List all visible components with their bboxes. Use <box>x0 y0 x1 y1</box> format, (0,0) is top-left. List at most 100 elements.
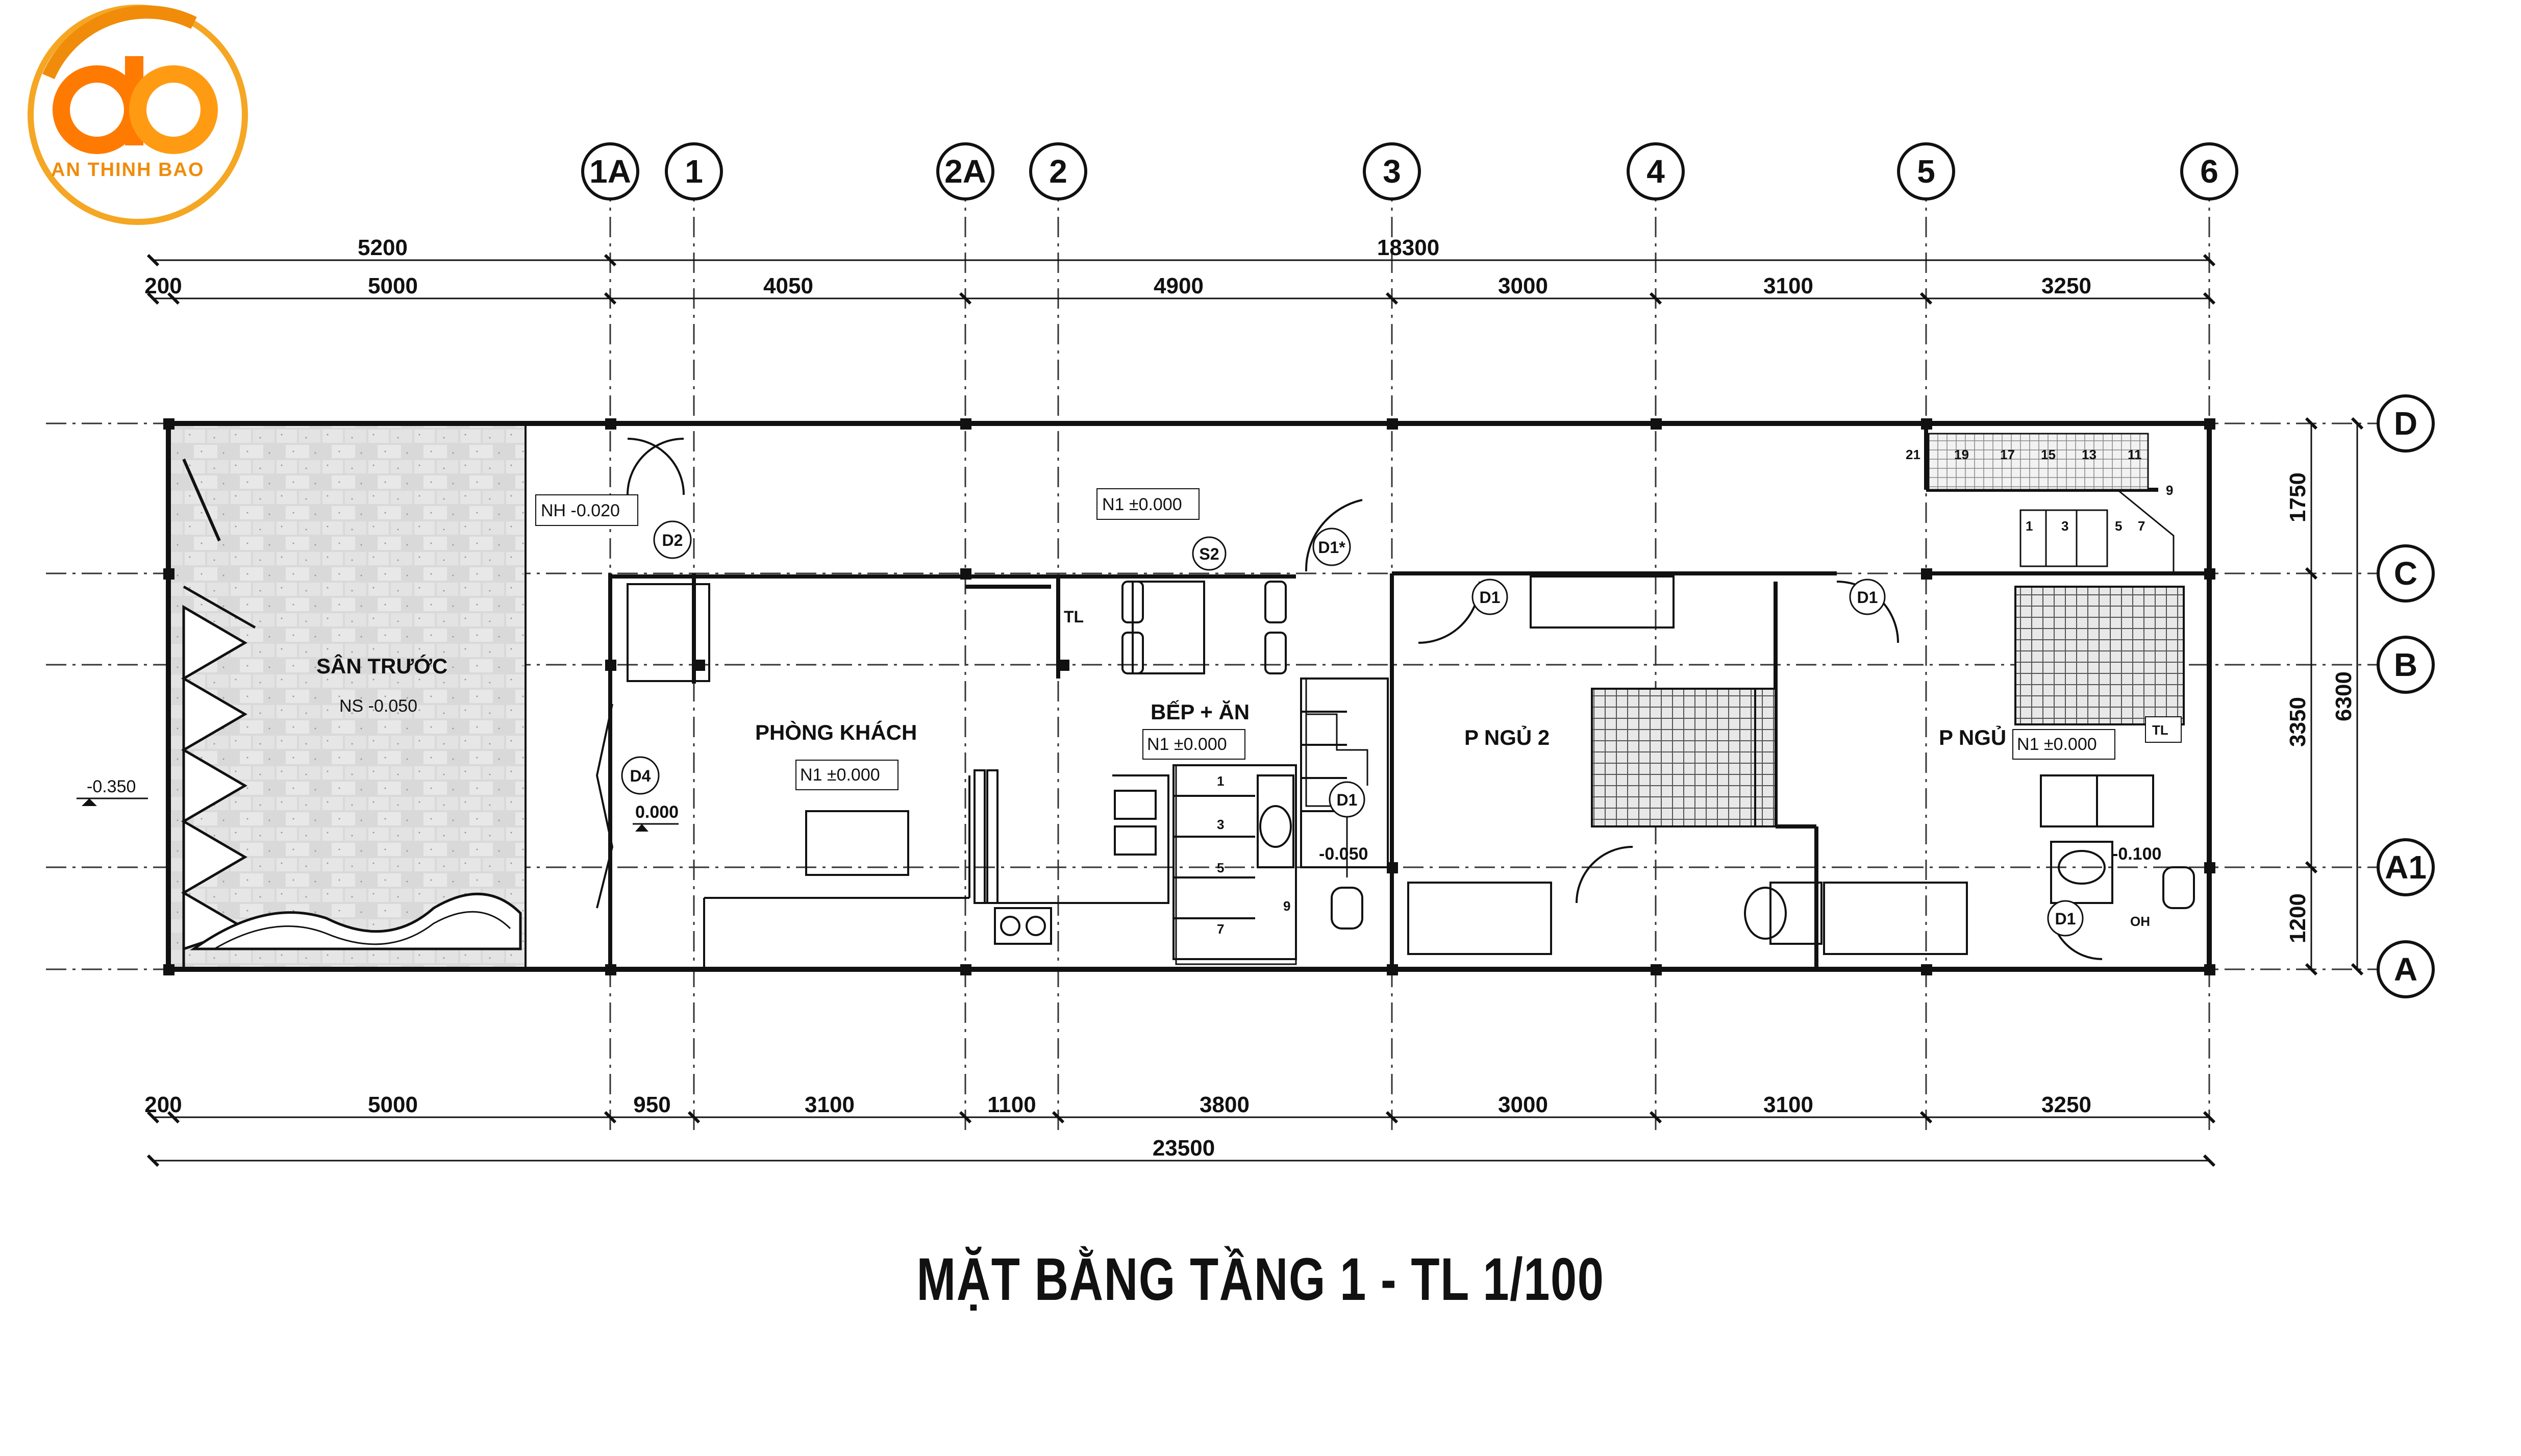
svg-text:7: 7 <box>2138 518 2145 534</box>
grid-row-bubbles: D C B A1 A <box>2377 394 2435 998</box>
grid-bubble-2: 2 <box>1029 142 1087 200</box>
svg-text:D1*: D1* <box>1318 538 1345 557</box>
svg-text:6: 6 <box>2200 153 2218 190</box>
grid-bubble-a1: A1 <box>2377 838 2435 896</box>
grid-bubble-4: 4 <box>1627 142 1685 200</box>
dimension-text: 5200 18300 200 5000 4050 4900 3000 3100 … <box>144 235 2356 1161</box>
svg-text:3: 3 <box>2061 518 2068 534</box>
room-name-p-ngu-1: P NGỦ 1 <box>1939 725 2024 749</box>
level-entry: 0.000 <box>635 802 679 822</box>
svg-text:D1: D1 <box>1480 588 1501 607</box>
svg-text:5200: 5200 <box>358 235 408 260</box>
svg-text:5: 5 <box>1217 860 1224 875</box>
grid-bubble-3: 3 <box>1363 142 1421 200</box>
svg-text:4050: 4050 <box>763 273 813 298</box>
svg-text:11: 11 <box>2128 447 2142 462</box>
svg-text:OH: OH <box>2130 914 2150 929</box>
svg-text:5: 5 <box>2115 518 2122 534</box>
svg-text:950: 950 <box>633 1092 670 1117</box>
svg-text:13: 13 <box>2082 447 2096 462</box>
level-hanh-lang: N1 ±0.000 <box>1102 495 1182 514</box>
grid-column-bubbles: 1A 1 2A 2 3 4 5 6 <box>581 142 2238 200</box>
svg-text:D: D <box>2394 405 2417 442</box>
grid-bubble-d: D <box>2377 394 2435 453</box>
svg-text:D1: D1 <box>1857 588 1878 607</box>
svg-text:15: 15 <box>2041 447 2056 462</box>
stairs <box>1175 433 2175 965</box>
svg-text:5000: 5000 <box>368 1092 418 1117</box>
room-labels: SÂN TRƯỚC NS -0.050 NH -0.020 N1 ±0.000 … <box>316 488 2115 790</box>
svg-text:1100: 1100 <box>987 1092 1036 1117</box>
logo-text: AN THINH BAO <box>51 159 205 181</box>
svg-text:5000: 5000 <box>368 273 418 298</box>
svg-text:7: 7 <box>1217 921 1224 937</box>
outer-walls <box>166 421 2212 972</box>
inner-walls <box>608 423 2209 969</box>
level-marks: -0.350 0.000 -0.050 -0.100 <box>77 777 2161 864</box>
structural-columns <box>163 418 2215 975</box>
room-name-bep-an: BẾP + ĂN <box>1151 700 1250 724</box>
grid-bubble-6: 6 <box>2180 142 2238 200</box>
svg-text:3: 3 <box>1217 817 1224 832</box>
svg-text:9: 9 <box>1283 898 1290 914</box>
svg-text:4900: 4900 <box>1154 273 1204 298</box>
svg-text:3350: 3350 <box>2285 697 2310 747</box>
grid-bubble-2a: 2A <box>936 142 994 200</box>
svg-text:1A: 1A <box>589 153 631 190</box>
svg-text:TL: TL <box>2152 722 2168 738</box>
svg-text:2A: 2A <box>944 153 986 190</box>
svg-text:18300: 18300 <box>1377 235 1439 260</box>
svg-text:21: 21 <box>1906 447 1920 462</box>
svg-text:1: 1 <box>2026 518 2033 534</box>
svg-text:3100: 3100 <box>805 1092 855 1117</box>
door-tags: D2 D4 S2 D1* D1 D1 D1 D1 TL TL OH <box>621 520 2182 937</box>
svg-text:D1: D1 <box>1337 791 1358 809</box>
door-swings <box>595 438 2103 960</box>
stair-numbers: 1 3 5 7 9 21 19 17 15 13 11 9 1 3 5 7 <box>1217 447 2173 937</box>
svg-text:4: 4 <box>1646 153 1665 190</box>
svg-text:B: B <box>2394 646 2417 683</box>
grid-bubble-c: C <box>2377 544 2435 603</box>
svg-text:1200: 1200 <box>2285 893 2310 943</box>
svg-text:D4: D4 <box>630 767 651 785</box>
svg-text:A: A <box>2394 951 2417 988</box>
svg-text:6300: 6300 <box>2331 671 2356 721</box>
svg-text:1750: 1750 <box>2285 472 2310 522</box>
room-name-phong-khach: PHÒNG KHÁCH <box>755 720 917 744</box>
svg-text:200: 200 <box>144 1092 182 1117</box>
front-yard <box>167 422 527 970</box>
svg-text:23500: 23500 <box>1153 1136 1215 1161</box>
svg-text:D2: D2 <box>662 531 683 549</box>
svg-text:3250: 3250 <box>2041 273 2091 298</box>
svg-text:200: 200 <box>144 273 182 298</box>
svg-text:3250: 3250 <box>2041 1092 2091 1117</box>
level-wc2: -0.100 <box>2112 844 2161 864</box>
svg-text:3800: 3800 <box>1200 1092 1250 1117</box>
svg-text:A1: A1 <box>2385 849 2427 886</box>
svg-text:D1: D1 <box>2055 910 2076 928</box>
grid-bubble-1: 1 <box>665 142 723 200</box>
svg-text:3100: 3100 <box>1763 273 1813 298</box>
dimension-lines <box>153 259 2358 1162</box>
svg-text:5: 5 <box>1917 153 1935 190</box>
svg-text:9: 9 <box>2166 483 2173 498</box>
svg-text:3000: 3000 <box>1498 1092 1548 1117</box>
svg-text:17: 17 <box>2000 447 2015 462</box>
svg-text:S2: S2 <box>1199 545 1219 563</box>
level-p-ngu-1: N1 ±0.000 <box>2017 735 2097 754</box>
room-name-san-truoc: SÂN TRƯỚC <box>316 654 447 678</box>
svg-text:3100: 3100 <box>1763 1092 1813 1117</box>
svg-text:1: 1 <box>1217 773 1224 789</box>
svg-text:3000: 3000 <box>1498 273 1548 298</box>
grid-bubble-1a: 1A <box>581 142 639 200</box>
level-phong-khach: N1 ±0.000 <box>800 765 880 785</box>
level-bep-an: N1 ±0.000 <box>1147 735 1227 754</box>
logo: AN THINH BAO <box>28 5 248 225</box>
grid-bubble-5: 5 <box>1897 142 1955 200</box>
svg-text:19: 19 <box>1954 447 1969 462</box>
svg-text:3: 3 <box>1383 153 1401 190</box>
svg-text:2: 2 <box>1049 153 1067 190</box>
level-outside: -0.350 <box>87 777 136 796</box>
level-nha-hien: NH -0.020 <box>541 501 620 520</box>
